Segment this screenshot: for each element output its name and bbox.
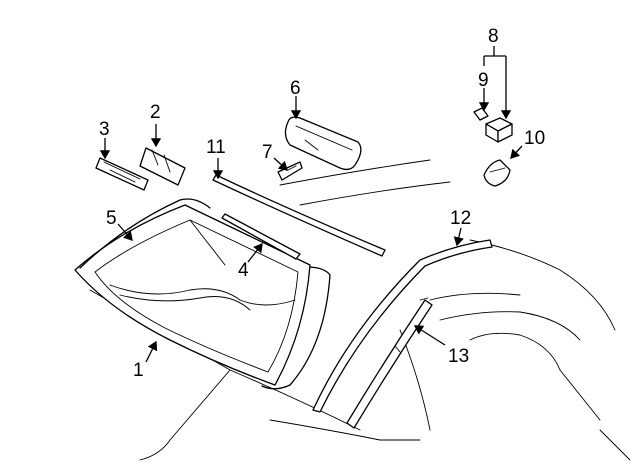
callout-1: 1 — [133, 360, 144, 381]
top-moulding-strip — [221, 213, 301, 260]
callout-5: 5 — [106, 208, 117, 229]
callout-labels: 1 2 3 4 5 6 7 8 9 10 11 12 13 — [99, 26, 545, 381]
pillar-trim — [346, 297, 433, 429]
windshield-moulding — [79, 198, 331, 390]
leader-lines — [99, 46, 523, 363]
callout-13: 13 — [448, 346, 469, 367]
mirror-cover-part2 — [139, 147, 186, 186]
callout-3: 3 — [99, 119, 110, 140]
callout-2: 2 — [150, 102, 161, 123]
callout-8: 8 — [488, 26, 499, 47]
sensor-cover — [483, 159, 511, 187]
callout-6: 6 — [290, 78, 301, 99]
mirror-mount — [277, 161, 303, 181]
callout-4: 4 — [238, 260, 249, 281]
adhesive-pad — [473, 107, 489, 121]
callout-12: 12 — [450, 208, 471, 229]
windshield-glass — [74, 204, 311, 386]
roof-moulding — [212, 174, 386, 257]
callout-7: 7 — [262, 142, 273, 163]
pillar-moulding — [312, 239, 493, 413]
callout-11: 11 — [206, 137, 226, 158]
rearview-mirror — [284, 116, 362, 171]
sensor-block — [485, 117, 513, 143]
callout-10: 10 — [524, 128, 545, 149]
mirror-bracket-part3 — [95, 157, 149, 191]
callout-9: 9 — [478, 70, 489, 91]
